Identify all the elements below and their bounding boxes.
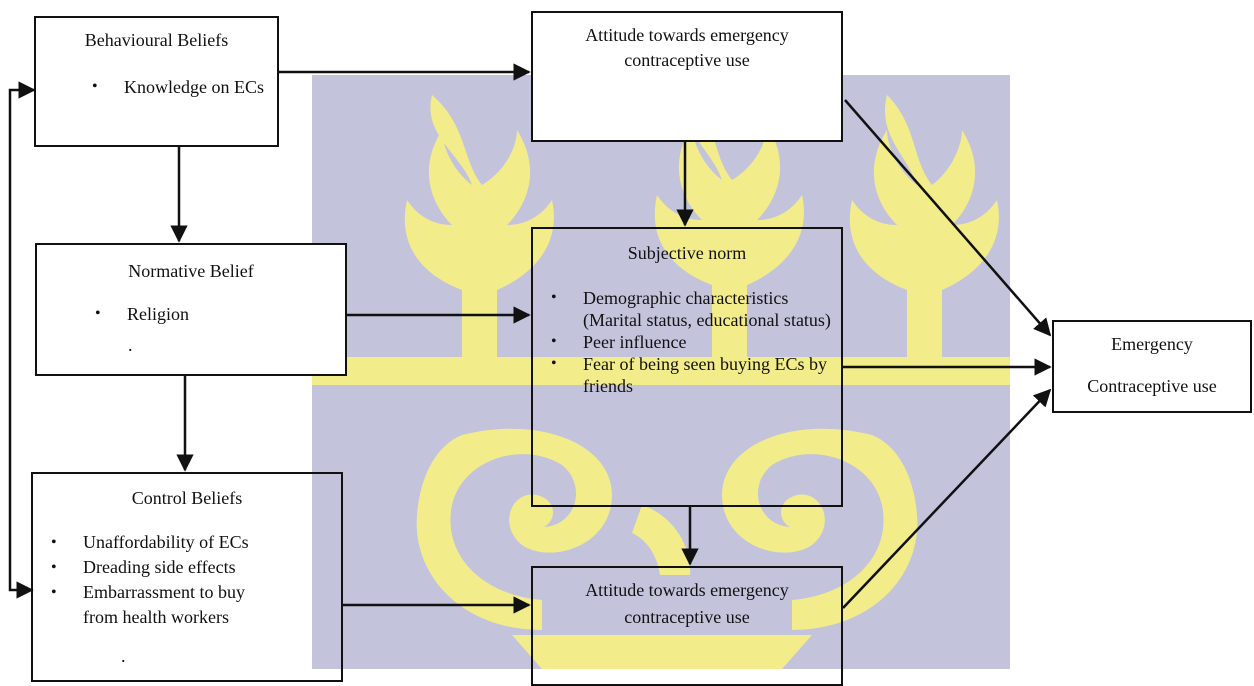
list-item: • Unaffordability of ECs xyxy=(43,530,333,555)
list-item: • Religion xyxy=(87,303,189,325)
list-item-text: Fear of being seen buying ECs by friends xyxy=(583,354,827,396)
list-item-text: Embarrassment to buy from health workers xyxy=(83,582,245,627)
bullet-icon: • xyxy=(51,584,57,601)
control-beliefs-list: • Unaffordability of ECs • Dreading side… xyxy=(43,530,333,630)
list-item: • Embarrassment to buy from health worke… xyxy=(43,580,333,630)
normative-belief-trailing: . xyxy=(128,335,133,355)
outcome-line1: Emergency xyxy=(1111,334,1193,354)
list-item-text: Demographic characteristics (Marital sta… xyxy=(583,288,831,330)
bullet-icon: • xyxy=(51,559,57,576)
list-item-text: Knowledge on ECs xyxy=(124,77,264,97)
list-item: • Fear of being seen buying ECs by frien… xyxy=(543,353,833,397)
attitude-top-box: Attitude towards emergency contraceptive… xyxy=(531,11,843,142)
list-item-text: Dreading side effects xyxy=(83,557,236,577)
normative-belief-title: Normative Belief xyxy=(128,261,254,281)
subjective-norm-title: Subjective norm xyxy=(627,243,747,263)
list-item: • Knowledge on ECs xyxy=(84,76,264,98)
bullet-icon: • xyxy=(95,305,101,322)
attitude-bottom-title-line2: contraceptive use xyxy=(624,607,750,627)
control-beliefs-trailing: . xyxy=(121,646,126,666)
subjective-norm-box: Subjective norm • Demographic characteri… xyxy=(531,227,843,507)
bullet-icon: • xyxy=(551,333,557,350)
behavioural-beliefs-list: • Knowledge on ECs xyxy=(84,76,264,98)
subjective-norm-list: • Demographic characteristics (Marital s… xyxy=(543,287,833,397)
normative-belief-list: • Religion xyxy=(87,303,189,325)
normative-belief-box: Normative Belief • Religion . xyxy=(35,243,347,376)
emergency-contraceptive-use-box: Emergency Contraceptive use xyxy=(1052,320,1252,413)
attitude-top-title-line1: Attitude towards emergency xyxy=(585,25,789,45)
bullet-icon: • xyxy=(551,289,557,306)
bullet-icon: • xyxy=(92,78,98,95)
list-item: • Dreading side effects xyxy=(43,555,333,580)
control-beliefs-title: Control Beliefs xyxy=(131,488,243,508)
list-item-text: Religion xyxy=(127,304,189,324)
outcome-line2: Contraceptive use xyxy=(1087,376,1217,396)
attitude-bottom-box: Attitude towards emergency contraceptive… xyxy=(531,566,843,686)
list-item-text: Peer influence xyxy=(583,332,687,352)
bullet-icon: • xyxy=(51,534,57,551)
bullet-icon: • xyxy=(551,355,557,372)
list-item: • Demographic characteristics (Marital s… xyxy=(543,287,833,331)
list-item: • Peer influence xyxy=(543,331,833,353)
list-item-text: Unaffordability of ECs xyxy=(83,532,249,552)
behavioural-beliefs-box: Behavioural Beliefs • Knowledge on ECs xyxy=(34,16,279,147)
attitude-top-title-line2: contraceptive use xyxy=(624,50,750,70)
behavioural-beliefs-title: Behavioural Beliefs xyxy=(84,30,229,50)
attitude-bottom-title-line1: Attitude towards emergency xyxy=(585,580,789,600)
control-beliefs-box: Control Beliefs • Unaffordability of ECs… xyxy=(31,472,343,682)
